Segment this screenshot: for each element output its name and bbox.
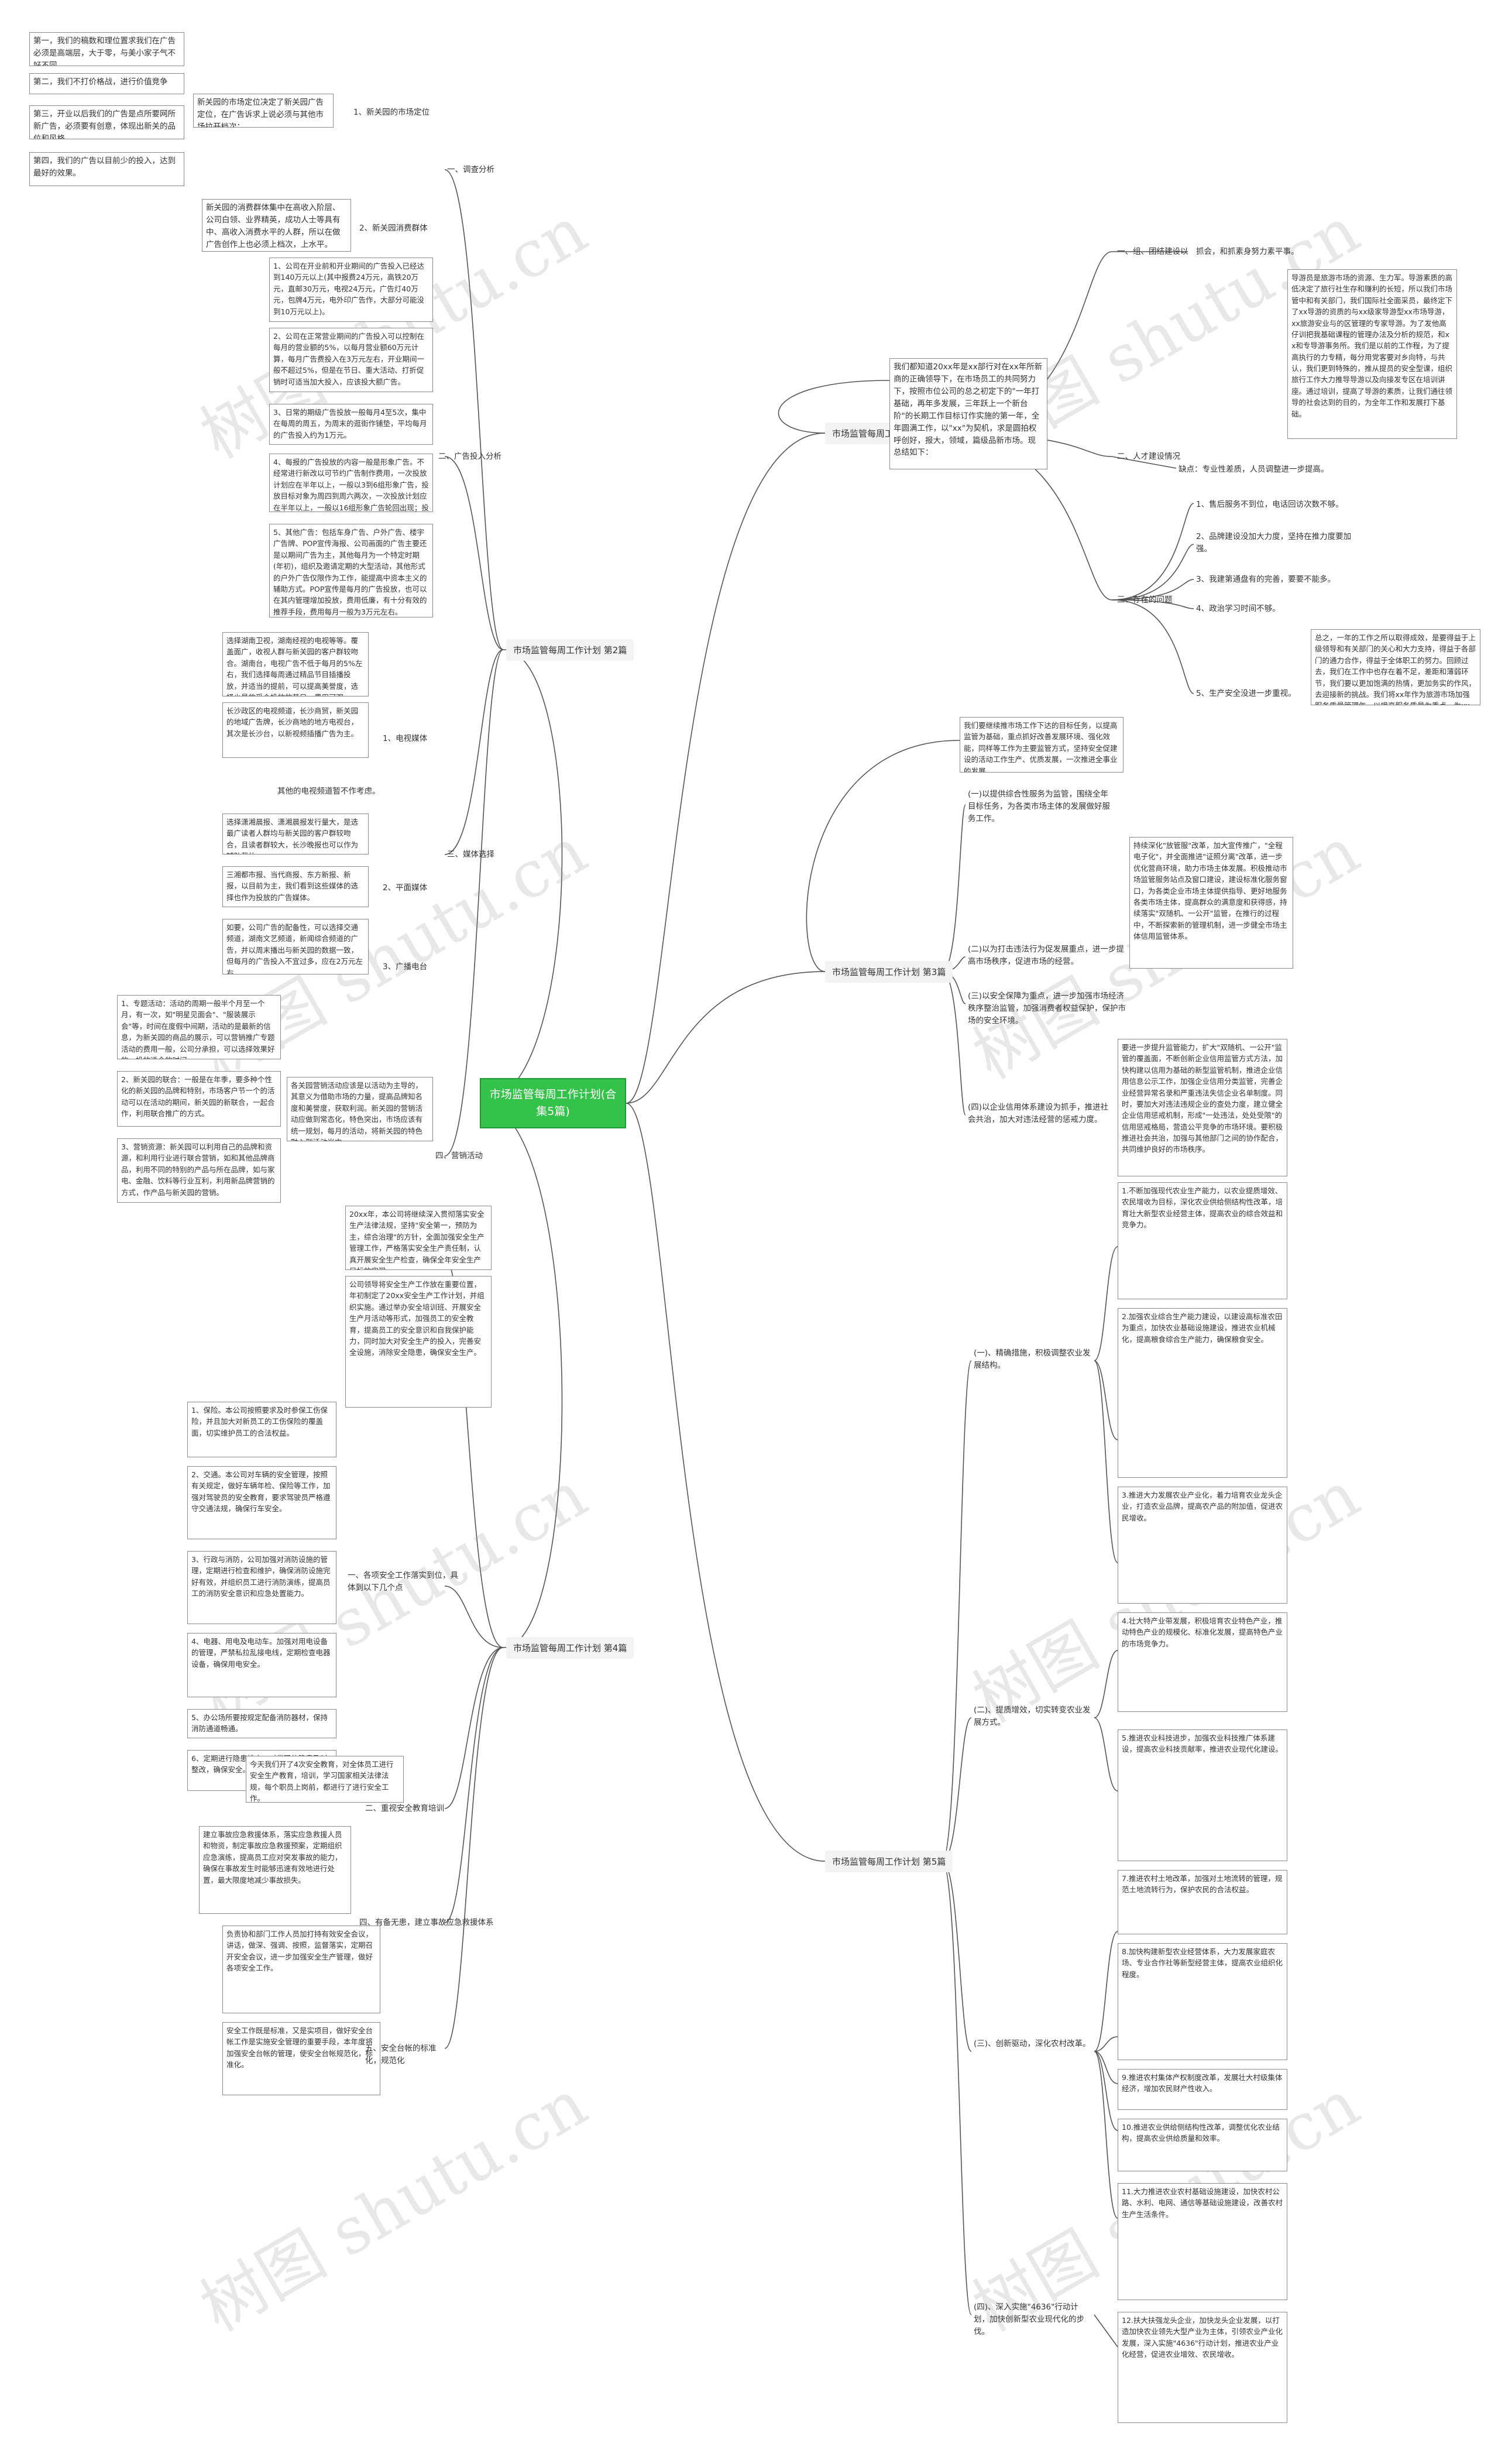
- p3-section-4-text: 要进一步提升监管能力，扩大"双随机、一公开"监管的覆盖面，不断创新企业信用监管方…: [1118, 1039, 1287, 1176]
- p2-tv: 1、电视媒体: [383, 734, 428, 743]
- p1-section-1-detail: 导游员是旅游市场的资源、生力军。导游素质的高低决定了旅行社生存和赚利的长短，所以…: [1287, 269, 1457, 439]
- p5-action-plan: 12.扶大扶强龙头企业，加快龙头企业发展，以打造加快农业领先大型产业为主体，引领…: [1118, 2312, 1287, 2423]
- p5-item-2: 2.加强农业综合生产能力建设，以建设高标准农田为重点，加快农业基础设施建设，推进…: [1118, 1308, 1287, 1478]
- p2-tv-text-3: 其他的电视频道暂不作考虑。: [277, 787, 380, 796]
- p1-section-3: 三、存在的问题: [1117, 595, 1173, 605]
- p1-problem-1: 1、售后服务不到位，电话回访次数不够。: [1196, 500, 1344, 509]
- p2-principle-2: 第二，我们不打价格战，进行价值竞争: [29, 73, 184, 94]
- p1-problem-4: 4、政治学习时间不够。: [1196, 604, 1280, 613]
- p3-section-4: (四)以企业信用体系建设为抓手，推进社会共治，加大对违法经营的惩戒力度。: [968, 1103, 1109, 1124]
- p5-reform-1: 7.推进农村土地改革，加强对土地流转的管理，规范土地流转行为，保护农民的合法权益…: [1118, 1870, 1287, 1934]
- p4-ledger-text: 安全工作既是标准，又是实项目，做好安全台帐工作是实施安全管理的重要手段，本年度将…: [222, 2022, 380, 2095]
- p2-activity-3: 3、营销资源：新关园可以利用自己的品牌和资源，和利用行业进行联合营销，如和其他品…: [117, 1138, 281, 1203]
- p4-intro-2: 公司领导将安全生产工作放在重要位置，年初制定了20xx安全生产工作计划，并组织实…: [345, 1276, 492, 1408]
- p2-tv-text: 选择湖南卫视，湖南经视的电视等等。覆盖面广，收视人群与新关园的客户群较吻合。湖南…: [222, 632, 369, 696]
- p1-intro: 我们都知道20xx年是xx部行对在xx年所新商的正确领导下，在市场员工的共同努力…: [889, 358, 1047, 469]
- p2-budget-3: 3、日常的期级广告投放一般每月4至5次，集中在每周的周五，为周末的逛街作铺垫，平…: [269, 404, 433, 445]
- branch-part-5[interactable]: 市场监管每周工作计划 第5篇: [825, 1851, 953, 1872]
- p3-section-1-text: 持续深化"放管服"改革，加大宣传推广，"全程电子化"，并全面推进"证照分离"改革…: [1129, 837, 1293, 969]
- p2-activity-1: 1、专题活动：活动的周期一般半个月至一个月，有一次，如"明星见面会"、"服装展示…: [117, 995, 281, 1059]
- p4-section-1: 一、各项安全工作落实到位，具体到以下几个点: [348, 1571, 458, 1593]
- p4-training-text: 今天我们开了4次安全教育，对全体员工进行安全生产教育，培训，学习国家相关法律法规…: [246, 1756, 404, 1803]
- p2-budget-4: 4、每报的广告投放的内容一般是形象广告。不经常进行新改以可节约广告制作费用，一次…: [269, 454, 433, 512]
- p2-print-text-2: 三湘都市报、当代商报、东方新报、新报，以目前为主，我们看到这些媒体的选择也作为投…: [222, 866, 369, 907]
- p4-emergency-text: 建立事故应急救援体系，落实应急救援人员和物资，制定事故应急救援预案，定期组织应急…: [199, 1826, 351, 1914]
- p2-activity-2: 2、新关园的联合：一般是在年季，要多种个性化的新关园的品牌和特别，市场客户节一个…: [117, 1071, 281, 1127]
- p2-budget-1: 1、公司在开业前和开业期间的广告投入已经达到140万元以上(其中报费24万元，高…: [269, 258, 433, 322]
- p2-budget-5: 5、其他广告：包括车身广告、户外广告、楼宇广告牌、POP宣传海报、公司画面的广告…: [269, 524, 433, 617]
- p2-tv-text-2: 长沙政区的电视频道，长沙商贸，新关园的地域广告牌，长沙商地的地方电视台，其次是长…: [222, 702, 369, 758]
- p5-reform-5: 11.大力推进农业农村基础设施建设，加快农村公路、水利、电网、通信等基础设施建设…: [1118, 2183, 1287, 2300]
- p5-section-3: (三)、创新驱动，深化农村改革。: [974, 2039, 1091, 2048]
- branch-part-2[interactable]: 市场监管每周工作计划 第2篇: [506, 639, 634, 661]
- p2-print: 2、平面媒体: [383, 883, 428, 893]
- p5-section-2: (二)、提质增效，切实转变农业发展方式。: [974, 1705, 1091, 1727]
- branch-part-4[interactable]: 市场监管每周工作计划 第4篇: [506, 1637, 634, 1659]
- p4-safety-4: 4、电器、用电及电动车。加强对用电设备的管理，严禁私拉乱接电线，定期检查电器设备…: [187, 1633, 336, 1697]
- p1-summary: 总之，一年的工作之所以取得成效，是要得益于上级领导和有关部门的关心和大力支持，得…: [1311, 629, 1480, 705]
- p2-positioning-text: 新关园的市场定位决定了新关园广告定位，在广告诉求上说必须与其他市场拉开档次：: [193, 94, 334, 128]
- p4-safety-5: 5、办公场所要按规定配备消防器材，保持消防通道畅通。: [187, 1709, 336, 1738]
- p2-audience: 2、新关园消费群体: [359, 224, 428, 233]
- p2-radio-text: 如要，公司广告的配备性，可以选择交通频道，湖南文艺频道，新闻综合频道的广告，并以…: [222, 919, 369, 974]
- p5-reform-2: 8.加快构建新型农业经营体系，大力发展家庭农场、专业合作社等新型经营主体，提高农…: [1118, 1943, 1287, 2060]
- p4-safety-1: 1、保险。本公司按照要求及时参保工伤保险，并且加大对新员工的工伤保险的覆盖面，切…: [187, 1402, 336, 1457]
- p2-section-4: 四、营销活动: [435, 1151, 483, 1161]
- p4-safety-2: 2、交通。本公司对车辆的安全管理，按照有关规定，做好车辆年检、保险等工作，加强对…: [187, 1466, 336, 1539]
- p2-principle-3: 第三，开业以后我们的广告是点所要网所新广告，必须要有创意，体现出新关的品位和风格: [29, 105, 184, 139]
- p5-item-4: 4.壮大特产业带发展，积极培育农业特色产业，推动特色产业的规模化、标准化发展，提…: [1118, 1612, 1287, 1712]
- p2-radio: 3、广播电台: [383, 962, 428, 972]
- root-topic[interactable]: 市场监管每周工作计划(合集5篇): [480, 1078, 626, 1128]
- p2-budget-2: 2、公司在正常营业期间的广告投入可以控制在每月的营业额的5%，以每月营业额60万…: [269, 328, 433, 392]
- p2-section-2: 二、广告投入分析: [438, 452, 501, 461]
- p5-item-3: 3.推进大力发展农业产业化，着力培育农业龙头企业，打造农业品牌，提高农产品的附加…: [1118, 1487, 1287, 1604]
- p1-section-1: 一、组、团结建设以: [1117, 247, 1188, 256]
- p5-section-4: (四)、深入实施"4636"行动计划，加快创新型农业现代化的步伐。: [974, 2302, 1084, 2336]
- p4-section-4: 五、安全台帐的标准化，规范化: [365, 2044, 437, 2065]
- branch-part-3[interactable]: 市场监管每周工作计划 第3篇: [825, 961, 953, 983]
- p2-positioning: 1、新关园的市场定位: [353, 108, 430, 117]
- p1-section-2: 二、人才建设情况: [1117, 452, 1180, 461]
- p4-meeting-text: 负责协和部门工作人员加打持有效安全会议，讲话，做深、强调、按照，监督落实，定期召…: [222, 1926, 380, 2013]
- p4-intro: 20xx年，本公司将继续深入贯彻落实安全生产法律法规，坚持"安全第一，预防为主，…: [345, 1206, 492, 1270]
- p4-section-3: 四、有备无患，建立事故应急救援体系: [359, 1918, 494, 1927]
- p1-section-1-child: 抓会，和抓素身努力素平事。: [1196, 247, 1299, 256]
- p2-section-3: 三、媒体选择: [447, 850, 494, 859]
- p4-safety-3: 3、行政与消防，公司加强对消防设施的管理，定期进行检查和维护，确保消防设施完好有…: [187, 1551, 336, 1624]
- p1-problem-2: 2、品牌建设没加大力度，坚持在推力度要加强。: [1196, 532, 1352, 554]
- p4-section-2: 二、重视安全教育培训: [365, 1804, 444, 1813]
- p2-activity-text: 各关园营销活动应该是以活动为主导的，其意义为借助市场的力量，提高品牌知名度和美誉…: [287, 1077, 433, 1141]
- p5-section-1: (一)、精确措施，积极调整农业发展结构。: [974, 1348, 1091, 1370]
- p5-reform-4: 10.推进农业供给侧结构性改革，调整优化农业结构，提高农业供给质量和效率。: [1118, 2119, 1287, 2171]
- p5-item-1: 1.不断加强现代农业生产能力，以农业提质增效、农民增收为目标，深化农业供给侧结构…: [1118, 1182, 1287, 1299]
- p2-section-1: 一、调查分析: [447, 165, 494, 174]
- p2-print-text: 选择潇湘晨报、潇湘晨报发行量大，是选最广读者人群均与新关园的客户群较吻合，且读者…: [222, 814, 369, 854]
- p3-intro: 我们要继续推市场工作下达的目标任务，以提高监管为基础，重点抓好改善发展环境、强化…: [960, 717, 1124, 773]
- p3-section-2: (二)以为打击违法行为促发展重点，进一步提高市场秩序，促进市场的经营。: [968, 945, 1125, 966]
- p3-section-1: (一)以提供综合性服务为监管，围绕全年目标任务，为各类市场主体的发展做好服务工作…: [968, 790, 1110, 823]
- p1-problem-5: 5、生产安全没进一步重视。: [1196, 689, 1296, 698]
- p5-item-5: 5.推进农业科技进步，加强农业科技推广体系建设，提高农业科技贡献率，推进农业现代…: [1118, 1729, 1287, 1861]
- p5-reform-3: 9.推进农村集体产权制度改革，发展壮大村级集体经济，增加农民财产性收入。: [1118, 2069, 1287, 2110]
- p2-audience-text: 新关园的消费群体集中在高收入阶层、公司白领、业界精英，成功人士等具有中、高收入消…: [202, 199, 351, 252]
- p1-problem-3: 3、我建第通盘有的完善，要要不能多。: [1196, 575, 1336, 584]
- p2-principle-4: 第四，我们的广告以目前少的投入，达到最好的效果。: [29, 152, 184, 186]
- p1-section-2-child: 缺点：专业性差质，人员调整进一步提高。: [1179, 465, 1329, 474]
- p2-principle-1: 第一，我们的稿数和理位置求我们在广告必须是高端层，大于零，与美小家子气不好不同: [29, 32, 184, 66]
- p3-section-3: (三)以安全保障为重点，进一步加强市场经济秩序整治监管，加强消费者权益保护，保护…: [968, 991, 1126, 1025]
